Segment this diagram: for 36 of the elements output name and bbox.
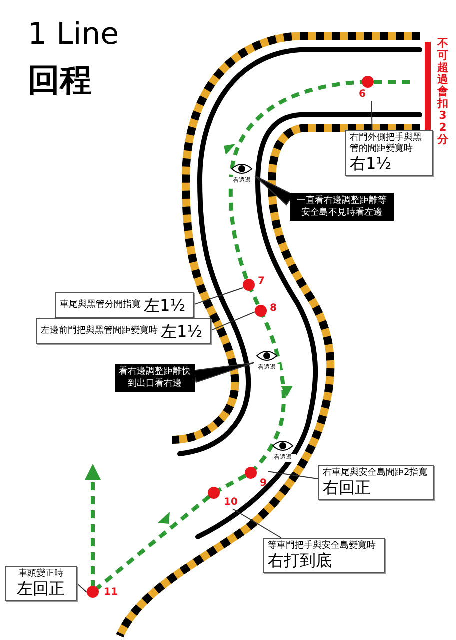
note-box: 看右邊調整距離快到出口看右邊 — [115, 364, 195, 392]
note-box: 一直看右邊調整距離等安全島不見時看左邊 — [290, 193, 394, 221]
steering-instruction: 右打到底 — [268, 552, 333, 570]
leader-line — [76, 583, 88, 593]
point-number: 8 — [270, 303, 277, 315]
callout-box — [345, 130, 433, 176]
steering-instruction: 右1½ — [350, 155, 393, 173]
callout-text: 車頭變正時 — [18, 569, 64, 580]
point-number: 11 — [104, 587, 118, 599]
callout-box — [55, 292, 194, 318]
callout-text: 右門外側把手與黑管的間距變寬時 — [350, 133, 423, 155]
warning-note: 不可超過會扣32分 — [437, 38, 449, 146]
steering-instruction: 左1½ — [161, 322, 203, 341]
leader-line — [210, 312, 256, 332]
callout-box — [36, 318, 211, 344]
leader-line — [232, 508, 282, 538]
pointer-wedge — [193, 362, 254, 384]
callout-text: 車尾與黑管分開指寬 — [60, 300, 141, 312]
heading: 1 Line — [28, 18, 120, 52]
callout-box — [263, 538, 385, 573]
point-number: 10 — [224, 497, 238, 509]
callout-text: 左邊前門把與黑管間距變寬時 — [41, 326, 158, 338]
steering-instruction: 左回正 — [16, 580, 66, 598]
steering-instruction: 右回正 — [323, 479, 372, 497]
steering-instruction: 左1½ — [144, 296, 186, 315]
callout-text: 右車尾與安全島間距2指寬 — [323, 468, 429, 479]
leader-line — [268, 471, 318, 480]
leader-line — [193, 288, 244, 306]
leader-line — [371, 100, 373, 130]
point-number: 6 — [359, 89, 366, 101]
subheading: 回程 — [28, 62, 92, 98]
point-number: 7 — [258, 276, 265, 288]
callout-box — [5, 566, 77, 601]
callout-text: 等車門把手與安全島變寬時 — [268, 541, 377, 552]
point-number: 9 — [260, 478, 267, 490]
callout-box — [318, 465, 434, 500]
